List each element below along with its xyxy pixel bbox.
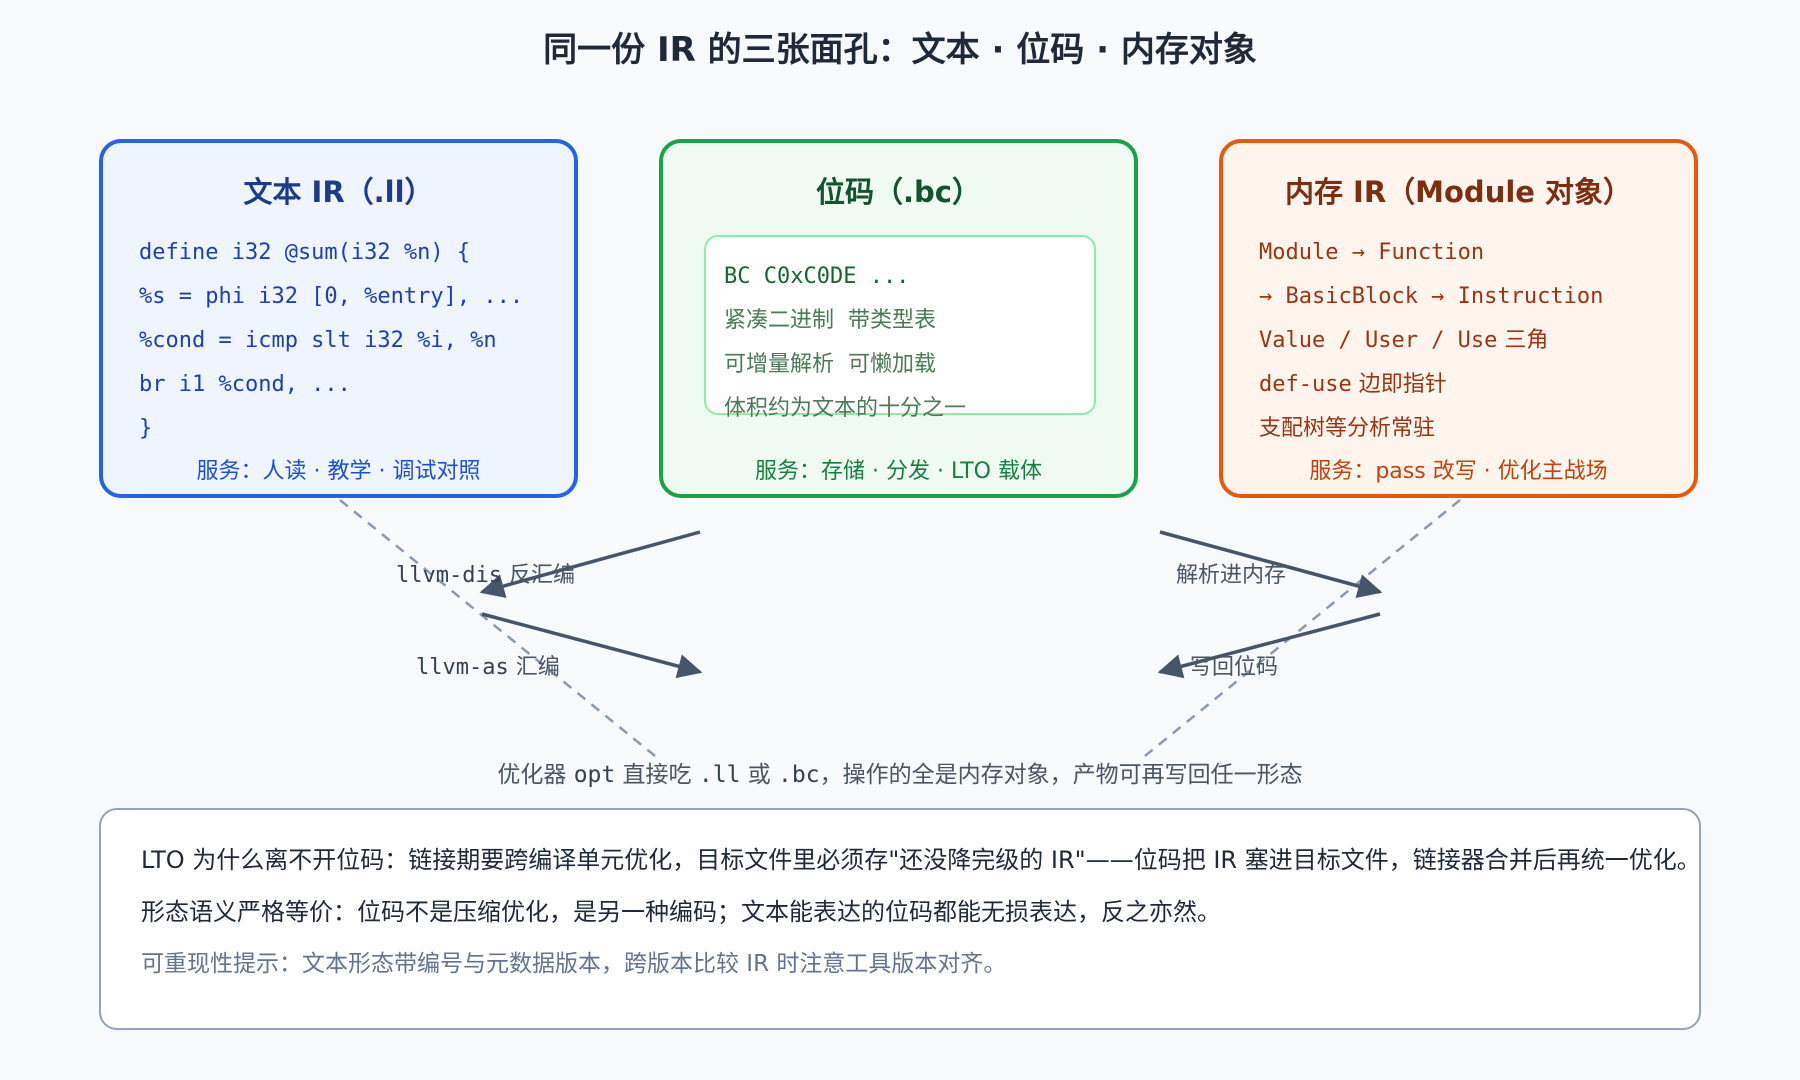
bitcode-title: 位码（.bc） xyxy=(816,175,981,209)
dashed-connector-right xyxy=(1139,499,1461,761)
opt-text: 或 xyxy=(740,762,779,788)
opt-text: ，操作的全是内存对象，产物可再写回任一形态 xyxy=(819,762,1303,788)
edge-text: 反汇编 xyxy=(501,563,575,588)
arrow-llvm-dis xyxy=(479,530,701,598)
opt-text: 优化器 xyxy=(497,762,574,788)
text-ir-code: define i32 @sum(i32 %n) { %s = phi i32 [… xyxy=(139,231,523,451)
bitcode-magic: BC C0xC0DE ... xyxy=(724,264,910,289)
edge-label-llvm-as: llvm-as 汇编 xyxy=(416,649,560,681)
bitcode-feature: 可增量解析 可懒加载 xyxy=(724,352,936,377)
note-equivalence: 形态语义严格等价：位码不是压缩优化，是另一种编码；文本能表达的位码都能无损表达，… xyxy=(141,898,1221,926)
edge-label-llvm-dis: llvm-dis 反汇编 xyxy=(396,557,575,589)
arrow-write-back xyxy=(1157,612,1381,679)
bitcode-lines: BC C0xC0DE ... 紧凑二进制 带类型表 可增量解析 可懒加载 体积约… xyxy=(724,255,966,431)
memory-line: Value / User / Use 三角 xyxy=(1259,319,1603,363)
memory-cn: 边即指针 xyxy=(1351,372,1447,397)
memory-line: def-use 边即指针 xyxy=(1259,363,1603,407)
arrow-parse xyxy=(1159,530,1383,599)
edge-text: 汇编 xyxy=(508,655,560,680)
memory-cn: 三角 xyxy=(1497,328,1549,353)
bitcode-card: 位码（.bc） BC C0xC0DE ... 紧凑二进制 带类型表 可增量解析 … xyxy=(659,139,1138,498)
memory-cn: 支配树等分析常驻 xyxy=(1259,416,1436,441)
code-line: } xyxy=(139,416,153,441)
opt-ext-ll: .ll xyxy=(698,762,741,788)
edge-cmd: llvm-dis xyxy=(396,563,502,588)
edge-label-write-back: 写回位码 xyxy=(1190,655,1279,680)
text-ir-serve: 服务：人读 · 教学 · 调试对照 xyxy=(196,459,481,484)
optimizer-caption: 优化器 opt 直接吃 .ll 或 .bc，操作的全是内存对象，产物可再写回任一… xyxy=(0,755,1800,789)
memory-line: Module → Function xyxy=(1259,231,1603,275)
bitcode-feature: 体积约为文本的十分之一 xyxy=(724,396,967,421)
memory-ir-lines: Module → Function → BasicBlock → Instruc… xyxy=(1259,231,1603,451)
memory-ir-title: 内存 IR（Module 对象） xyxy=(1284,175,1633,209)
bitcode-inner-box: BC C0xC0DE ... 紧凑二进制 带类型表 可增量解析 可懒加载 体积约… xyxy=(704,235,1096,421)
code-line: br i1 %cond, ... xyxy=(139,372,351,397)
code-line: %cond = icmp slt i32 %i, %n xyxy=(139,328,497,353)
memory-code: → BasicBlock → Instruction xyxy=(1259,284,1604,309)
code-line: define i32 @sum(i32 %n) { xyxy=(139,240,471,265)
edge-label-parse: 解析进内存 xyxy=(1176,563,1287,588)
code-line: %s = phi i32 [0, %entry], ... xyxy=(139,284,524,309)
diagram-title: 同一份 IR 的三张面孔：文本 · 位码 · 内存对象 xyxy=(543,30,1257,70)
note-lto: LTO 为什么离不开位码：链接期要跨编译单元优化，目标文件里必须存"还没降完级的… xyxy=(141,846,1701,874)
bitcode-serve: 服务：存储 · 分发 · LTO 载体 xyxy=(755,459,1042,484)
opt-cmd: opt xyxy=(573,762,616,788)
arrow-llvm-as xyxy=(481,612,703,679)
memory-ir-card: 内存 IR（Module 对象） Module → Function → Bas… xyxy=(1219,139,1698,498)
edge-cmd: llvm-as xyxy=(416,655,509,680)
memory-code: def-use xyxy=(1259,372,1352,397)
dashed-connector-left xyxy=(339,499,661,761)
memory-line: → BasicBlock → Instruction xyxy=(1259,275,1603,319)
note-reproducibility: 可重现性提示：文本形态带编号与元数据版本，跨版本比较 IR 时注意工具版本对齐。 xyxy=(141,951,1007,977)
memory-ir-serve: 服务：pass 改写 · 优化主战场 xyxy=(1309,459,1608,484)
memory-line: 支配树等分析常驻 xyxy=(1259,407,1603,451)
opt-text: 直接吃 xyxy=(615,762,699,788)
bitcode-feature: 紧凑二进制 带类型表 xyxy=(724,308,936,333)
memory-code: Value / User / Use xyxy=(1259,328,1498,353)
opt-ext-bc: .bc xyxy=(778,762,820,788)
notes-box: LTO 为什么离不开位码：链接期要跨编译单元优化，目标文件里必须存"还没降完级的… xyxy=(99,808,1701,1030)
text-ir-title: 文本 IR（.ll） xyxy=(243,175,434,209)
memory-code: Module → Function xyxy=(1259,240,1485,265)
text-ir-card: 文本 IR（.ll） define i32 @sum(i32 %n) { %s … xyxy=(99,139,578,498)
